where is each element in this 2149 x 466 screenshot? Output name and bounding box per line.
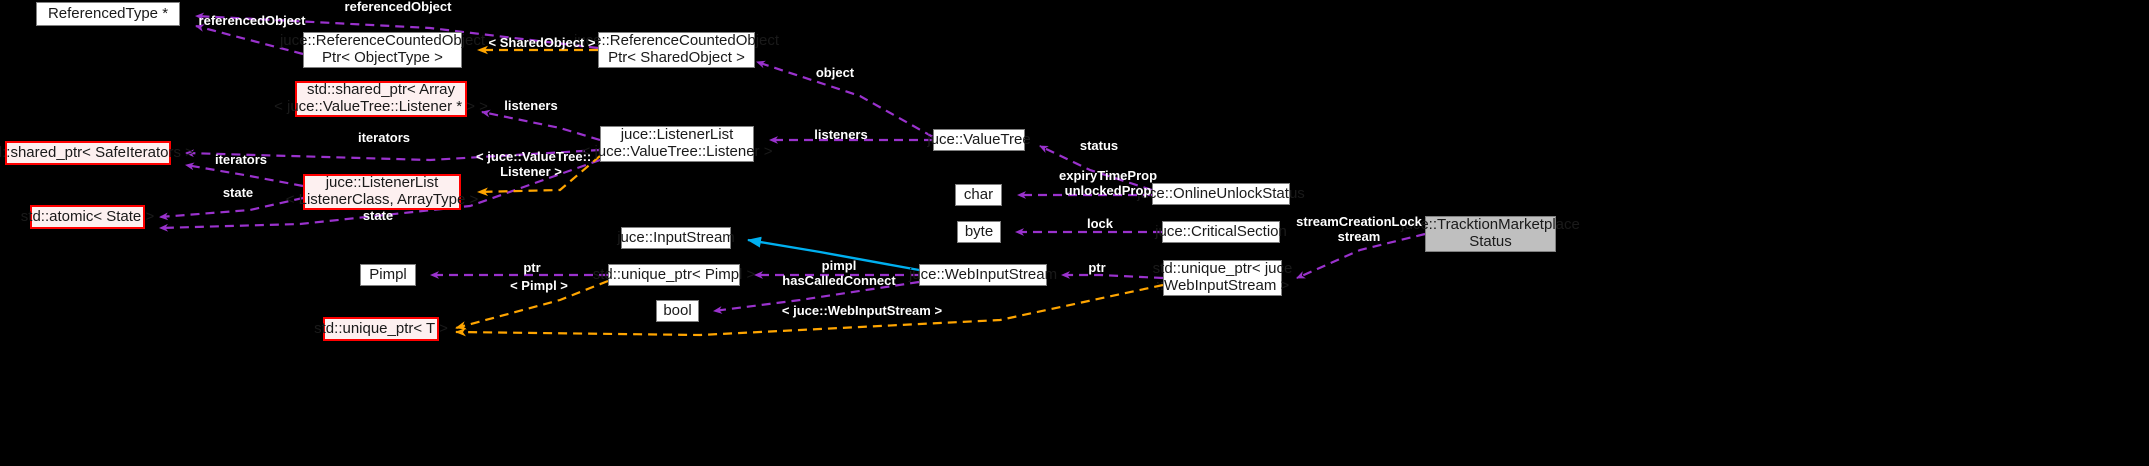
edge-iterators-2: [185, 162, 304, 188]
edge-listeners-1: [481, 109, 601, 142]
node-tracktion_marketplace[interactable]: juce::TracktionMarketplace Status: [1401, 216, 1580, 252]
edge-iterators-1: [185, 148, 601, 162]
node-shared_ptr_safeiters[interactable]: std::shared_ptr< SafeIterators >: [0, 141, 194, 165]
node-pimpl[interactable]: Pimpl: [360, 264, 416, 286]
edge-referencedObject-1: [195, 12, 599, 50]
edge-status: [1039, 145, 1153, 192]
node-atomic_state[interactable]: std::atomic< State >: [21, 205, 154, 229]
node-online_unlock_status[interactable]: juce::OnlineUnlockStatus: [1137, 183, 1305, 205]
node-unique_ptr_webinput[interactable]: std::unique_ptr< juce ::WebInputStream >: [1152, 260, 1293, 296]
node-referenced_type[interactable]: ReferencedType *: [36, 2, 180, 26]
node-bool_type[interactable]: bool: [656, 300, 699, 322]
edge-hascalledconnect: [713, 280, 920, 314]
edge-ptr-right: [1061, 271, 1164, 280]
node-listenerlist_valuetree[interactable]: juce::ListenerList < juce::ValueTree::Li…: [581, 126, 773, 162]
edge-state-1: [159, 196, 304, 221]
node-listenerlist_generic[interactable]: juce::ListenerList < ListenerClass, Arra…: [285, 174, 479, 210]
node-shared_ptr_array[interactable]: std::shared_ptr< Array < juce::ValueTree…: [274, 81, 488, 117]
node-critical_section[interactable]: juce::CriticalSection: [1155, 221, 1287, 243]
node-byte_type[interactable]: byte: [957, 221, 1001, 243]
node-web_input_stream[interactable]: juce::WebInputStream: [909, 264, 1057, 286]
edge-tmpl-webinputstream: [455, 283, 1164, 337]
edge-tmpl-pimpl: [455, 279, 609, 330]
node-unique_ptr_t[interactable]: std::unique_ptr< T >: [314, 317, 448, 341]
node-char_type[interactable]: char: [955, 184, 1002, 206]
edge-streamcreation: [1296, 232, 1426, 280]
node-input_stream[interactable]: juce::InputStream: [617, 227, 735, 249]
edge-tmpl-valuetree-listener: [477, 155, 601, 197]
node-rco_ptr_objecttype[interactable]: juce::ReferenceCountedObject Ptr< Object…: [279, 32, 486, 68]
node-rco_ptr_sharedobject[interactable]: juce::ReferenceCountedObject Ptr< Shared…: [573, 32, 780, 68]
edge-inherit-inputstream: [747, 236, 920, 272]
node-unique_ptr_pimpl[interactable]: std::unique_ptr< Pimpl >: [593, 264, 755, 286]
node-valuetree[interactable]: juce::ValueTree: [927, 129, 1031, 151]
edge-referencedObject-2: [195, 24, 304, 56]
edge-state-2: [159, 158, 601, 232]
edge-object: [756, 60, 934, 138]
